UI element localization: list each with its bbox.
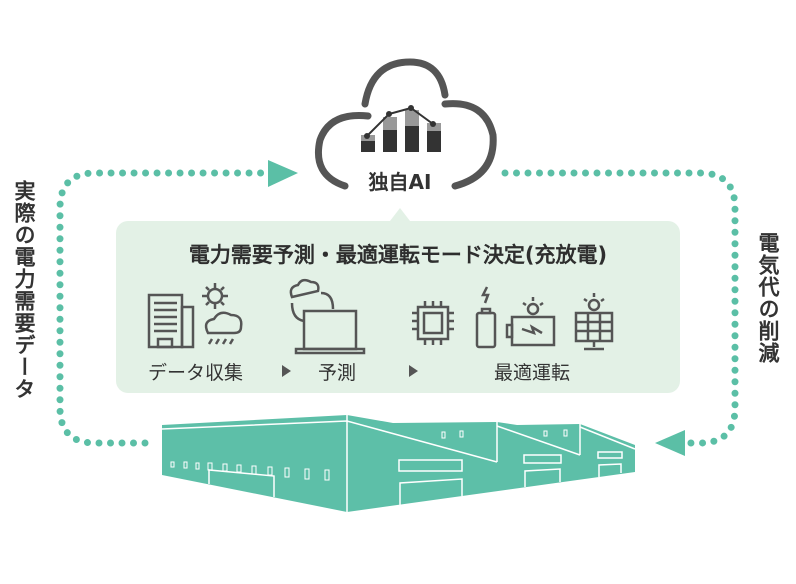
process-box: 電力需要予測・最適運転モード決定(充放電) データ収集 (116, 221, 680, 393)
step-forecast: 予測 (318, 362, 357, 384)
process-icons (147, 278, 614, 355)
step-optimal-operation: 最適運転 (494, 362, 571, 384)
right-dotted-arrow-path (501, 169, 739, 447)
left-label-actual-demand-data: 実際の電力需要データ (12, 180, 36, 400)
cloud-icon (314, 58, 497, 190)
box-pointer (390, 208, 410, 221)
step-arrow-icon (409, 365, 418, 377)
solar-battery-icon (505, 297, 556, 347)
right-label-cost-reduction: 電気代の削減 (756, 232, 780, 364)
solar-panel-icon (574, 293, 614, 351)
building-icon (147, 293, 195, 349)
sun-icon (202, 283, 228, 309)
arrow-head-right (268, 160, 298, 187)
cloud-label: 独自AI (350, 166, 450, 195)
process-title: 電力需要予測・最適運転モード決定(充放電) (188, 243, 608, 267)
bar-chart-icon (361, 105, 441, 152)
arrow-head-left (655, 430, 685, 456)
battery-icon (475, 286, 497, 349)
left-dotted-arrow-path (56, 169, 276, 447)
step-arrow-icon (282, 365, 291, 377)
laptop-forecast-icon (289, 278, 366, 355)
chip-icon (412, 301, 454, 345)
factory-building-icon (161, 415, 636, 512)
rain-cloud-icon (204, 311, 243, 345)
step-data-collection: データ収集 (148, 362, 244, 384)
